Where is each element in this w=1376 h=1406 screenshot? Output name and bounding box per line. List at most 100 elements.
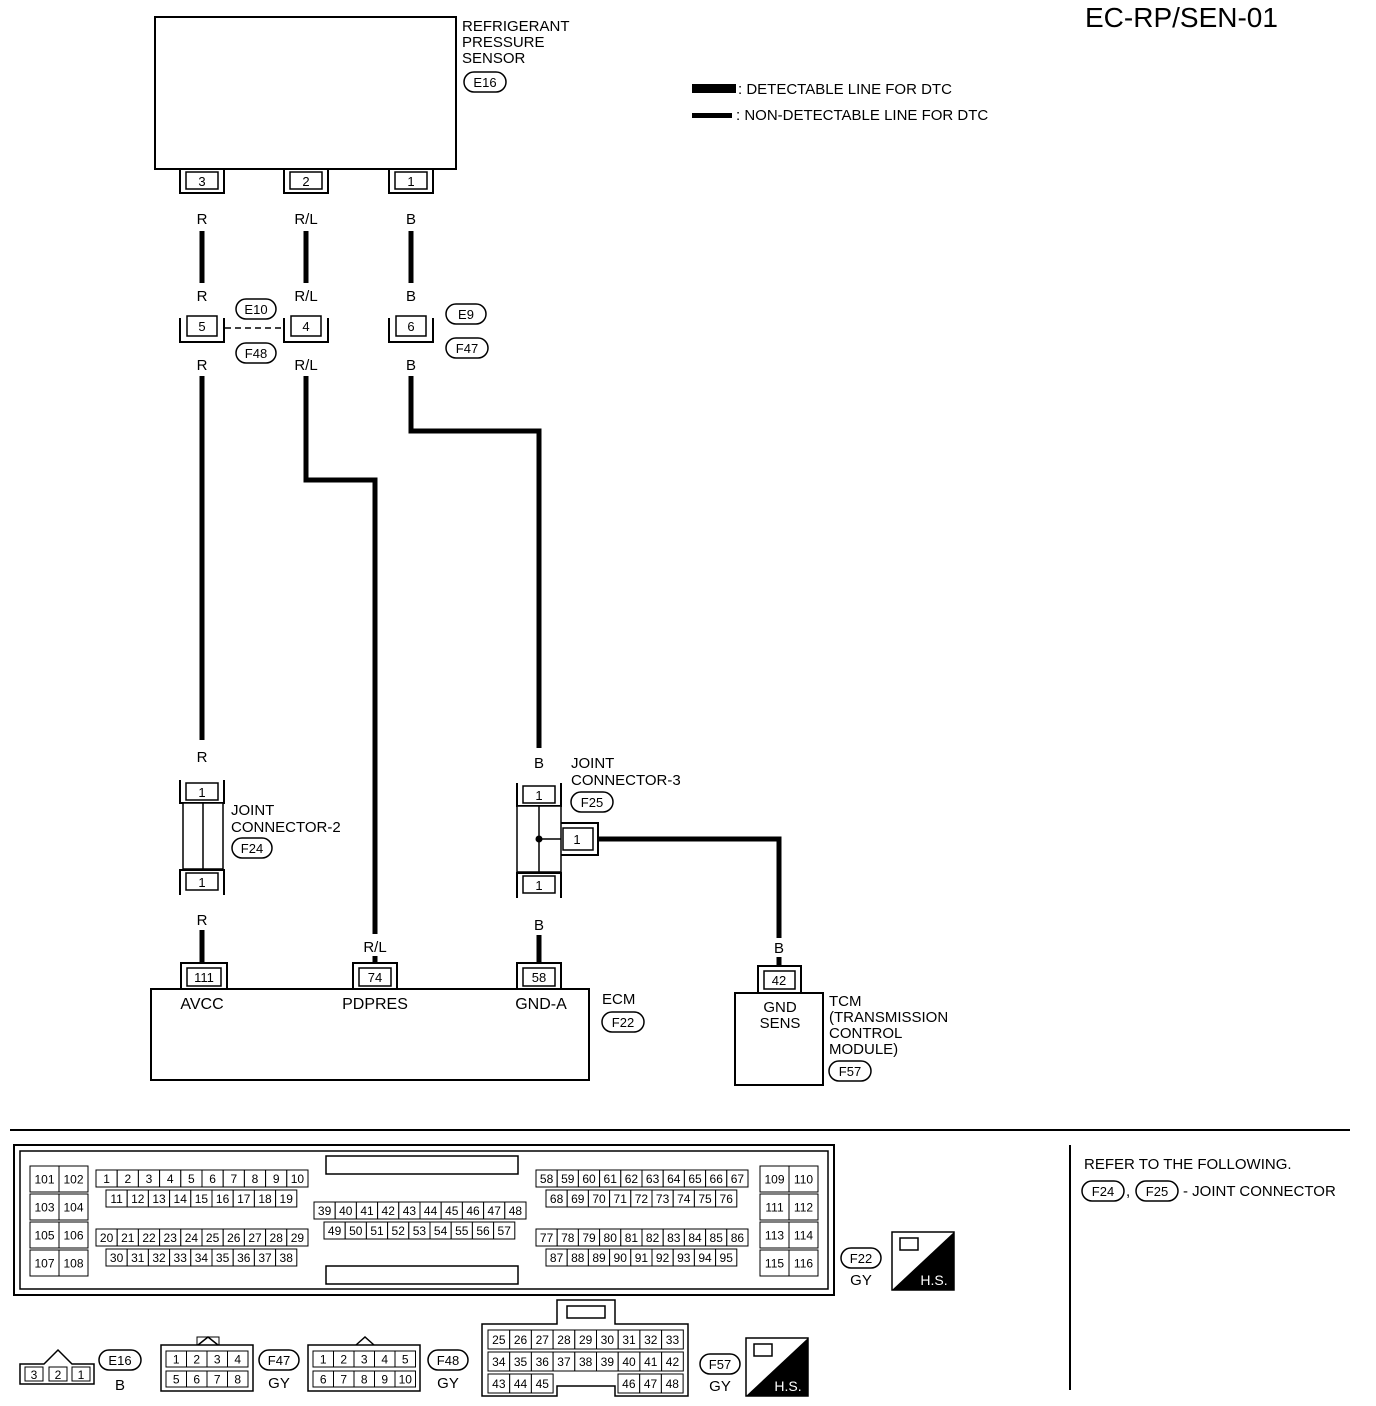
pin-number: 93 xyxy=(677,1251,691,1265)
svg-text:3: 3 xyxy=(198,174,205,189)
pin-number: 28 xyxy=(270,1231,284,1245)
wire-label-b-tcm: B xyxy=(774,940,784,957)
pin-number: 116 xyxy=(794,1257,813,1271)
wire-b-tcm xyxy=(598,836,782,938)
conn-f47-id: F47 xyxy=(456,341,478,356)
pin-number: 33 xyxy=(666,1333,680,1347)
tcm-terminal-1: GND xyxy=(763,999,797,1016)
svg-text:1: 1 xyxy=(198,785,205,800)
pin-number: 8 xyxy=(234,1373,241,1387)
svg-text:58: 58 xyxy=(532,970,546,985)
pin-cell xyxy=(715,1248,738,1267)
tcm-name-4: MODULE) xyxy=(829,1041,898,1058)
joint3-name-1: JOINT xyxy=(571,755,614,772)
pin-cell xyxy=(275,1248,298,1267)
pin-number: 62 xyxy=(625,1172,639,1186)
pin-number: 59 xyxy=(561,1172,575,1186)
sensor-pin-1: 1 xyxy=(388,170,434,194)
conn-badge-e10 xyxy=(235,298,277,320)
pin-number: 56 xyxy=(476,1224,490,1238)
tcm-pin-42: 42 xyxy=(757,965,802,993)
pin-number: 72 xyxy=(635,1192,649,1206)
pin-number: 51 xyxy=(370,1224,384,1238)
pin-number: 47 xyxy=(488,1204,502,1218)
pin-number: 39 xyxy=(601,1355,615,1369)
pin-number: 12 xyxy=(131,1192,145,1206)
joint2-connector-id: F24 xyxy=(241,841,263,856)
pin-number: 85 xyxy=(710,1231,724,1245)
conn-badge-f48 xyxy=(235,342,277,364)
refer-c1: F24 xyxy=(1092,1184,1114,1199)
pin-number: 77 xyxy=(540,1231,554,1245)
pin-number: 52 xyxy=(392,1224,406,1238)
pin-number: 10 xyxy=(399,1373,413,1387)
pin-number: 61 xyxy=(604,1172,618,1186)
pin-number: 6 xyxy=(209,1172,216,1186)
wire-label-b-2: B xyxy=(406,288,416,305)
tcm-connector-badge xyxy=(828,1060,872,1082)
pin-number: 23 xyxy=(164,1231,178,1245)
pin-number: 44 xyxy=(514,1377,528,1391)
e16-color: B xyxy=(115,1377,125,1394)
pin-number: 43 xyxy=(403,1204,417,1218)
pin-number: 58 xyxy=(540,1172,554,1186)
pin-cell xyxy=(788,1221,819,1249)
wire-label-r-4: R xyxy=(197,749,208,766)
wire-label-rl-top: R/L xyxy=(294,211,317,228)
pin-number: 101 xyxy=(34,1173,54,1187)
ecm-terminal-gnd-a: GND-A xyxy=(515,996,567,1013)
pin-number: 94 xyxy=(698,1251,712,1265)
joint3-connector-id: F25 xyxy=(581,795,603,810)
pin-cell xyxy=(29,1249,60,1277)
pin-number: 35 xyxy=(514,1355,528,1369)
pin-number: 5 xyxy=(402,1353,409,1367)
pin-number: 35 xyxy=(216,1251,230,1265)
pin-number: 112 xyxy=(794,1201,813,1215)
pin-cell xyxy=(726,1228,749,1247)
pin-number: 30 xyxy=(110,1251,124,1265)
wire-label-rl-3: R/L xyxy=(294,357,317,374)
sensor-box xyxy=(154,16,457,170)
wire-rl-2 xyxy=(303,376,378,934)
pin-cell xyxy=(661,1351,684,1372)
pin-number: 4 xyxy=(234,1353,241,1367)
pin-number: 76 xyxy=(720,1192,734,1206)
pin-number: 11 xyxy=(110,1192,123,1206)
pin-number: 115 xyxy=(765,1257,784,1271)
conn-badge-e9 xyxy=(445,303,487,325)
pin-number: 39 xyxy=(318,1204,332,1218)
pin-number: 31 xyxy=(131,1251,145,1265)
pin-cell xyxy=(759,1193,790,1221)
wire-label-b-4: B xyxy=(534,755,544,772)
joint2-connector-badge xyxy=(231,837,273,859)
pin-number: 45 xyxy=(445,1204,459,1218)
pin-number: 78 xyxy=(561,1231,575,1245)
wire-label-rl-4: R/L xyxy=(363,939,386,956)
pin-number: 31 xyxy=(622,1333,636,1347)
pin-number: 40 xyxy=(339,1204,353,1218)
pin-cell xyxy=(788,1165,819,1193)
pin-number: 26 xyxy=(227,1231,241,1245)
joint3-connector-badge xyxy=(570,791,614,813)
svg-text:6: 6 xyxy=(407,319,414,334)
tcm-terminal-2: SENS xyxy=(760,1015,801,1032)
f22-color: GY xyxy=(850,1272,872,1289)
legend-nondetectable-swatch xyxy=(692,113,732,118)
pin-number: 20 xyxy=(100,1231,114,1245)
joint2-name-1: JOINT xyxy=(231,802,274,819)
pin-cell xyxy=(227,1350,249,1368)
svg-text:1: 1 xyxy=(78,1368,85,1382)
pin-number: 87 xyxy=(550,1251,564,1265)
pin-number: 60 xyxy=(582,1172,596,1186)
pin-number: 79 xyxy=(582,1231,596,1245)
pin-number: 38 xyxy=(280,1251,294,1265)
refer-comma: , xyxy=(1126,1183,1130,1200)
pin-number: 67 xyxy=(731,1172,745,1186)
pin-number: 49 xyxy=(328,1224,342,1238)
pin-cell xyxy=(58,1249,89,1277)
pin-number: 21 xyxy=(121,1231,135,1245)
pin-number: 53 xyxy=(413,1224,427,1238)
pin-number: 2 xyxy=(340,1353,347,1367)
